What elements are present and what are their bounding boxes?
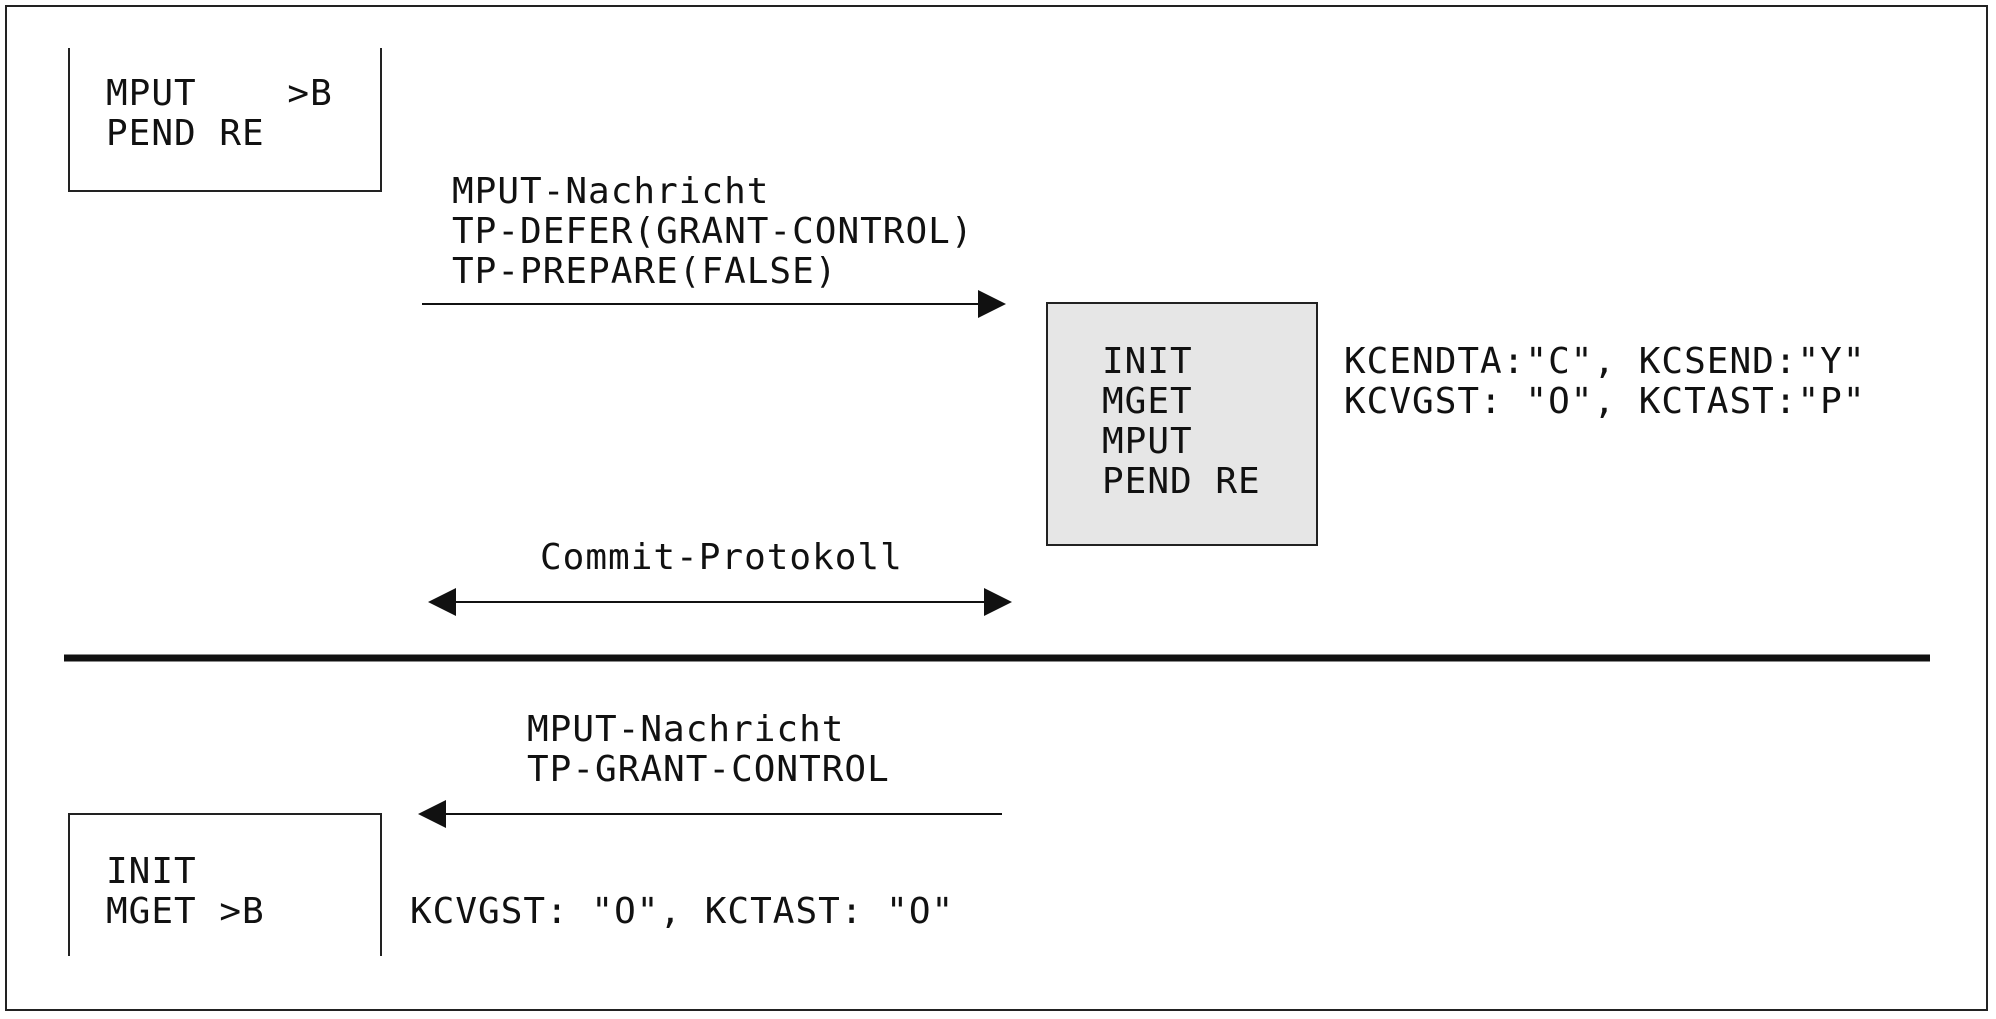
local-program-bottom-line-1: INIT — [106, 851, 197, 892]
local-program-top-line-1: MPUT >B — [106, 73, 333, 114]
partner-status-line-2: KCVGST: "O", KCTAST:"P" — [1344, 381, 1866, 422]
partner-program-line-1: INIT — [1102, 341, 1193, 382]
bottom-status-text: KCVGST: "O", KCTAST: "O" — [410, 891, 955, 932]
message-2-arrow — [418, 800, 1002, 828]
message-1-line-3: TP-PREPARE(FALSE) — [452, 251, 838, 292]
diagram-frame — [5, 5, 1988, 1011]
message-1-arrow — [422, 290, 1006, 318]
message-1-line-2: TP-DEFER(GRANT-CONTROL) — [452, 211, 974, 252]
partner-program-line-3: MPUT — [1102, 421, 1193, 462]
partner-status-line-1: KCENDTA:"C", KCSEND:"Y" — [1344, 341, 1866, 382]
partner-program-box — [1046, 302, 1318, 546]
local-program-box-bottom — [68, 813, 382, 956]
partner-program-line-4: PEND RE — [1102, 461, 1261, 502]
local-program-bottom-line-2: MGET >B — [106, 891, 265, 932]
message-1-line-1: MPUT-Nachricht — [452, 171, 770, 212]
message-2-line-1: MPUT-Nachricht — [527, 709, 845, 750]
commit-protocol-label: Commit-Protokoll — [540, 537, 903, 578]
commit-protocol-arrow — [428, 588, 1012, 616]
local-program-top-line-2: PEND RE — [106, 113, 265, 154]
message-2-line-2: TP-GRANT-CONTROL — [527, 749, 890, 790]
local-program-box-top — [68, 48, 382, 192]
partner-program-line-2: MGET — [1102, 381, 1193, 422]
